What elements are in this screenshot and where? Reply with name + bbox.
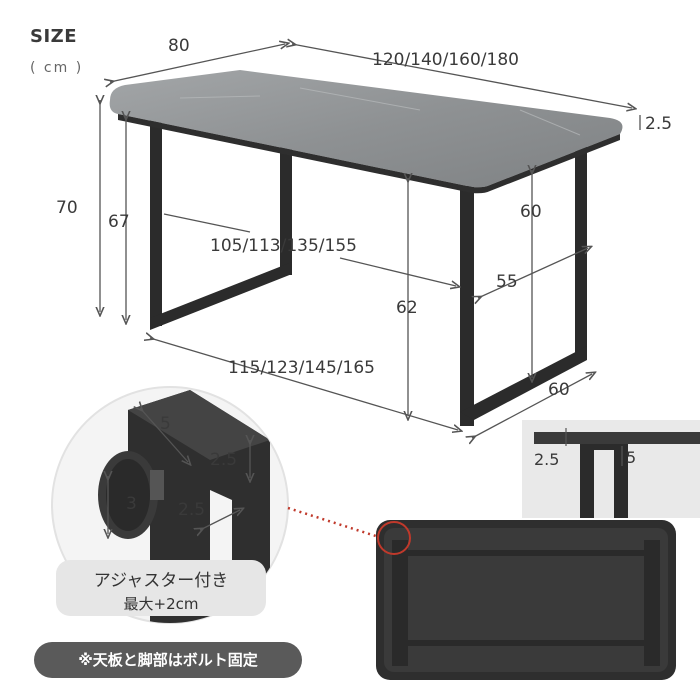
top-thickness-label: 2.5	[645, 114, 673, 134]
table-top	[109, 70, 623, 194]
depth-label: 80	[168, 36, 190, 56]
detail-bottom-label: 2.5	[178, 500, 206, 520]
frame-height-label: 67	[108, 212, 130, 232]
inner-depth-label: 55	[496, 272, 518, 292]
detail-top-label: 5	[160, 414, 171, 434]
total-height-label: 70	[56, 198, 78, 218]
detail-right-label: 2.5	[210, 450, 238, 470]
adjuster-sub: 最大+2cm	[123, 595, 199, 613]
leg-depth-label: 60	[548, 380, 570, 400]
under-clearance-label: 62	[396, 298, 418, 318]
size-title: SIZE	[30, 26, 78, 47]
detail-left-label: 3	[126, 494, 137, 514]
inner-width-label: 105/113/135/155	[210, 236, 357, 256]
width-label: 120/140/160/180	[372, 50, 519, 70]
connector-line	[287, 506, 383, 540]
side-frame-label: 5	[626, 448, 637, 467]
bolt-note: ※天板と脚部はボルト固定	[34, 642, 302, 678]
adjuster-title: アジャスター付き	[93, 571, 229, 591]
frame-width-label: 115/123/145/165	[228, 358, 375, 378]
bottom-view	[376, 520, 676, 680]
leg-height-label: 60	[520, 202, 542, 222]
unit-label: ( cm )	[30, 60, 84, 76]
side-detail	[522, 420, 700, 518]
side-thickness-label: 2.5	[534, 450, 560, 469]
back-left-leg	[150, 118, 292, 330]
adjuster-badge: アジャスター付き 最大+2cm	[56, 560, 266, 616]
